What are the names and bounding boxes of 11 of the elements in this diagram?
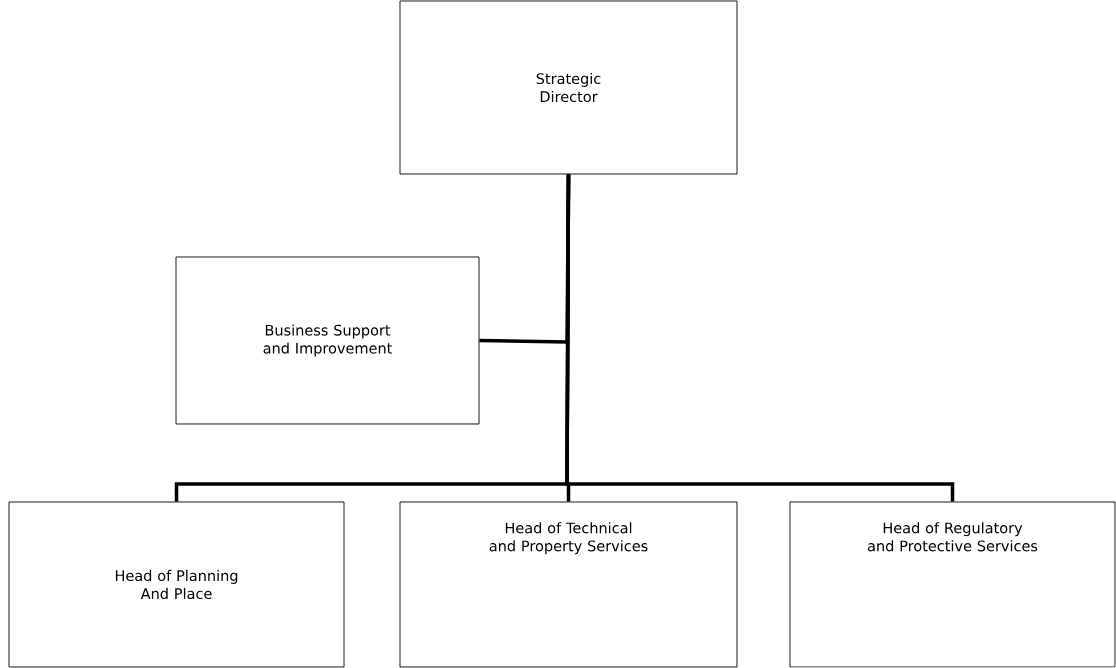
org-box xyxy=(399,501,738,668)
org-box xyxy=(175,256,480,425)
box-text: Head of Regulatory and Protective Services xyxy=(867,522,1038,552)
box-text: Strategic Director xyxy=(536,72,601,103)
box-text: Business Support and Improvement xyxy=(263,324,392,357)
org-box xyxy=(789,501,1116,668)
connector-line xyxy=(565,174,955,502)
box-text: Head of Planning And Place xyxy=(115,569,238,600)
org-box xyxy=(8,501,345,668)
org-box xyxy=(399,0,738,175)
box-text: Head of Technical and Property Services xyxy=(489,522,648,555)
